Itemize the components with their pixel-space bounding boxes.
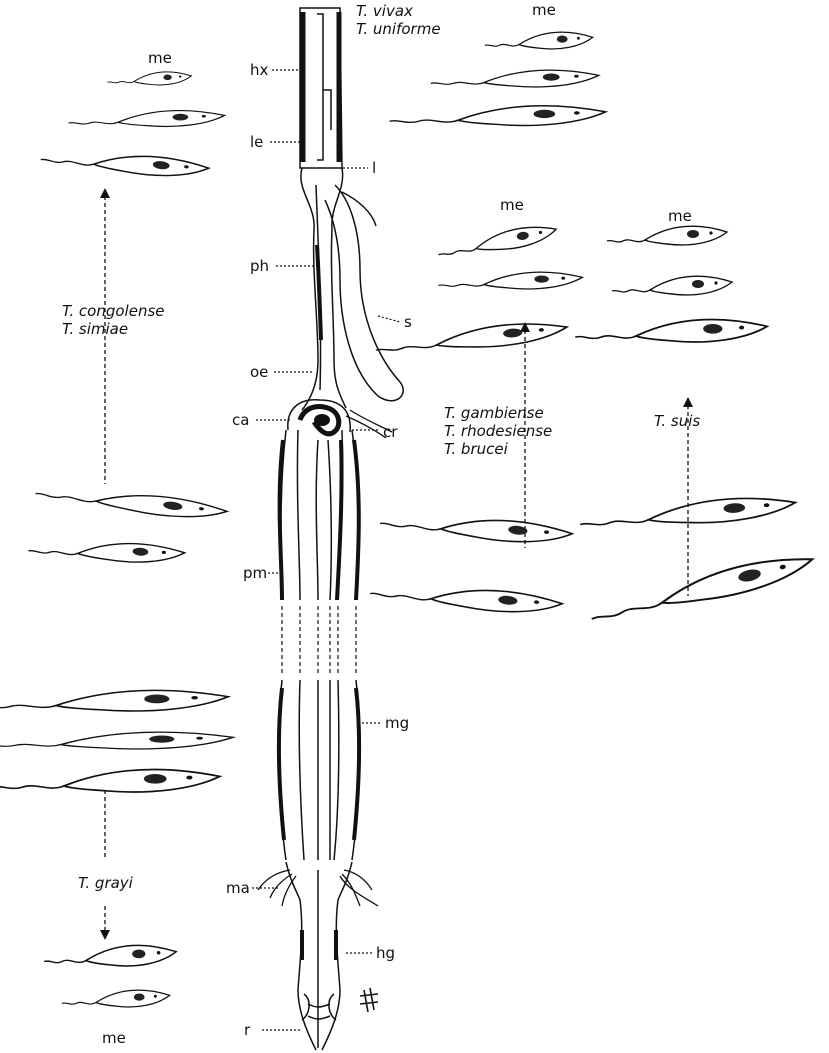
hindgut-dark-walls xyxy=(302,930,336,960)
brucei-form-4 xyxy=(380,507,573,548)
arrowheads xyxy=(100,188,693,940)
suis-form-3 xyxy=(575,319,767,342)
congolense-form-4 xyxy=(35,479,228,524)
species-gambiense: T. gambiense xyxy=(444,404,552,422)
label-l: l xyxy=(372,160,376,177)
sex-symbol xyxy=(360,988,378,1012)
label-ca: ca xyxy=(232,412,249,429)
vivax-form-3 xyxy=(390,106,606,126)
species-congolense-group: T. congolense T. simiae xyxy=(62,302,165,338)
suis-form-5 xyxy=(587,551,815,624)
midgut-tube xyxy=(279,430,359,860)
midgut-dark-walls xyxy=(279,440,359,840)
label-me-congolense: me xyxy=(148,50,172,67)
label-me-brucei: me xyxy=(500,197,524,214)
label-mg: mg xyxy=(385,715,409,732)
midgut-gap-dashes xyxy=(282,606,356,676)
proboscis-dark-walls xyxy=(303,12,339,162)
grayi-metacyclic xyxy=(44,945,176,966)
vivax-metacyclic xyxy=(485,32,593,49)
species-brucei: T. brucei xyxy=(444,440,552,458)
grayi-form-1 xyxy=(0,690,228,711)
label-me-suis: me xyxy=(668,208,692,225)
label-hx: hx xyxy=(250,62,268,79)
proboscis-outline xyxy=(300,8,342,168)
pharynx-oesophagus xyxy=(301,168,346,410)
suis-form-2 xyxy=(612,276,732,295)
label-s: s xyxy=(404,314,412,331)
species-vivax: T. vivax xyxy=(356,2,441,20)
label-r: r xyxy=(244,1022,250,1039)
species-arrows xyxy=(105,196,688,930)
species-suis: T. suis xyxy=(654,412,700,430)
congolense-form-5 xyxy=(28,536,185,566)
species-simiae: T. simiae xyxy=(62,320,165,338)
salivary-gland xyxy=(325,185,403,401)
label-cr: cr xyxy=(383,424,397,441)
label-pm: pm xyxy=(243,565,267,582)
label-hg: hg xyxy=(376,945,395,962)
species-uniforme: T. uniforme xyxy=(356,20,441,38)
species-rhodesiense: T. rhodesiense xyxy=(444,422,552,440)
label-me-vivax: me xyxy=(532,2,556,19)
brucei-form-2 xyxy=(438,272,582,289)
label-me-grayi: me xyxy=(102,1030,126,1047)
species-brucei-group: T. gambiense T. rhodesiense T. brucei xyxy=(444,404,552,458)
hindgut-rectum xyxy=(286,862,352,1050)
congolense-form-2 xyxy=(69,111,225,127)
label-ma: ma xyxy=(226,880,250,897)
vivax-form-2 xyxy=(431,70,599,87)
species-congolense: T. congolense xyxy=(62,302,165,320)
grayi-form-2 xyxy=(0,732,233,749)
label-le: le xyxy=(250,134,263,151)
label-leaders xyxy=(252,70,400,1030)
species-vivax-group: T. vivax T. uniforme xyxy=(356,2,441,38)
cardia xyxy=(288,400,350,434)
brucei-metacyclic xyxy=(437,223,558,258)
suis-metacyclic xyxy=(607,226,727,245)
congolense-form-3 xyxy=(40,145,209,181)
grayi-metacyclic-2 xyxy=(62,990,170,1007)
label-oe: oe xyxy=(250,364,268,381)
congolense-metacyclic xyxy=(107,72,191,85)
grayi-form-3 xyxy=(0,769,220,792)
label-ph: ph xyxy=(250,258,269,275)
species-grayi: T. grayi xyxy=(78,874,133,892)
brucei-form-5 xyxy=(370,577,563,618)
